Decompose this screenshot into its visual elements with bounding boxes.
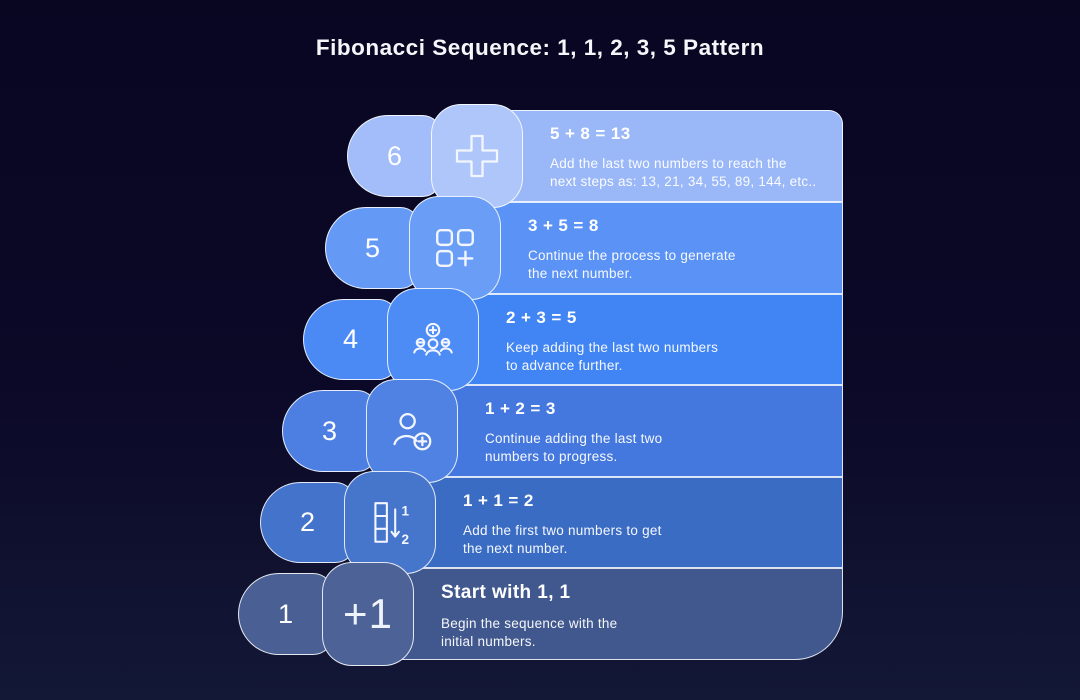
page-title: Fibonacci Sequence: 1, 1, 2, 3, 5 Patter… bbox=[315, 35, 765, 60]
step-number: 6 bbox=[386, 140, 403, 171]
step-heading: 5 + 8 = 13 bbox=[550, 124, 631, 143]
step-number: 5 bbox=[364, 232, 381, 263]
step-icon-blob bbox=[431, 104, 523, 208]
step-icon-blob bbox=[387, 288, 479, 391]
step-panel: 1 + 2 = 3 Continue adding the last two n… bbox=[400, 385, 843, 477]
step-row-4: 2 + 3 = 5 Keep adding the last two numbe… bbox=[0, 288, 1080, 391]
step-heading: 2 + 3 = 5 bbox=[506, 308, 577, 327]
add-group-icon bbox=[413, 322, 453, 356]
step-description: Continue the process to generate the nex… bbox=[528, 248, 736, 281]
step-heading: 1 + 2 = 3 bbox=[485, 399, 556, 418]
step-panel: 3 + 5 = 8 Continue the process to genera… bbox=[443, 202, 843, 294]
step-number-bubble: 6 bbox=[347, 115, 442, 197]
step-icon-blob bbox=[409, 196, 501, 300]
step-heading: 3 + 5 = 8 bbox=[528, 216, 599, 235]
step-description: Keep adding the last two numbers to adva… bbox=[506, 340, 719, 373]
plus-icon bbox=[455, 134, 499, 178]
step-row-2: 1 + 1 = 2 Add the first two numbers to g… bbox=[0, 471, 1080, 574]
step-description: Add the first two numbers to get the nex… bbox=[463, 523, 662, 556]
step-panel: 5 + 8 = 13 Add the last two numbers to r… bbox=[465, 110, 843, 202]
step-heading: Start with 1, 1 bbox=[441, 582, 571, 603]
step-row-1: Start with 1, 1 Begin the sequence with … bbox=[0, 562, 1080, 666]
step-number: 2 bbox=[299, 507, 316, 537]
step-panel: 2 + 3 = 5 Keep adding the last two numbe… bbox=[421, 294, 843, 385]
step-icon-blob bbox=[366, 379, 458, 483]
step-icon-blob: +1 bbox=[322, 562, 414, 666]
step-number: 3 bbox=[321, 415, 338, 446]
step-icon-blob: 1 2 bbox=[344, 471, 436, 574]
step-number: 4 bbox=[342, 324, 359, 354]
step-panel: 1 + 1 = 2 Add the first two numbers to g… bbox=[378, 477, 843, 568]
plus-one-icon: +1 bbox=[343, 590, 393, 637]
step-number-bubble: 2 bbox=[260, 482, 355, 563]
step-number-bubble: 1 bbox=[238, 573, 333, 655]
sort-bottom-digit: 2 bbox=[401, 531, 409, 546]
step-row-3: 1 + 2 = 3 Continue adding the last two n… bbox=[0, 379, 1080, 483]
step-heading: 1 + 1 = 2 bbox=[463, 491, 534, 510]
step-description: Add the last two numbers to reach the ne… bbox=[550, 156, 817, 189]
step-number-bubble: 4 bbox=[303, 299, 398, 380]
step-number: 1 bbox=[277, 598, 294, 629]
sort-1-2-icon: 1 2 bbox=[374, 501, 409, 546]
step-description: Begin the sequence with the initial numb… bbox=[441, 616, 618, 649]
step-number-bubble: 3 bbox=[282, 390, 377, 472]
step-row-5: 3 + 5 = 8 Continue the process to genera… bbox=[0, 196, 1080, 300]
sort-top-digit: 1 bbox=[401, 503, 409, 518]
step-description: Continue adding the last two numbers to … bbox=[485, 431, 663, 464]
add-squares-icon bbox=[436, 229, 474, 267]
step-number-bubble: 5 bbox=[325, 207, 420, 289]
add-person-icon bbox=[393, 412, 432, 451]
step-panel: Start with 1, 1 Begin the sequence with … bbox=[356, 568, 843, 660]
step-row-6: 5 + 8 = 13 Add the last two numbers to r… bbox=[0, 104, 1080, 208]
